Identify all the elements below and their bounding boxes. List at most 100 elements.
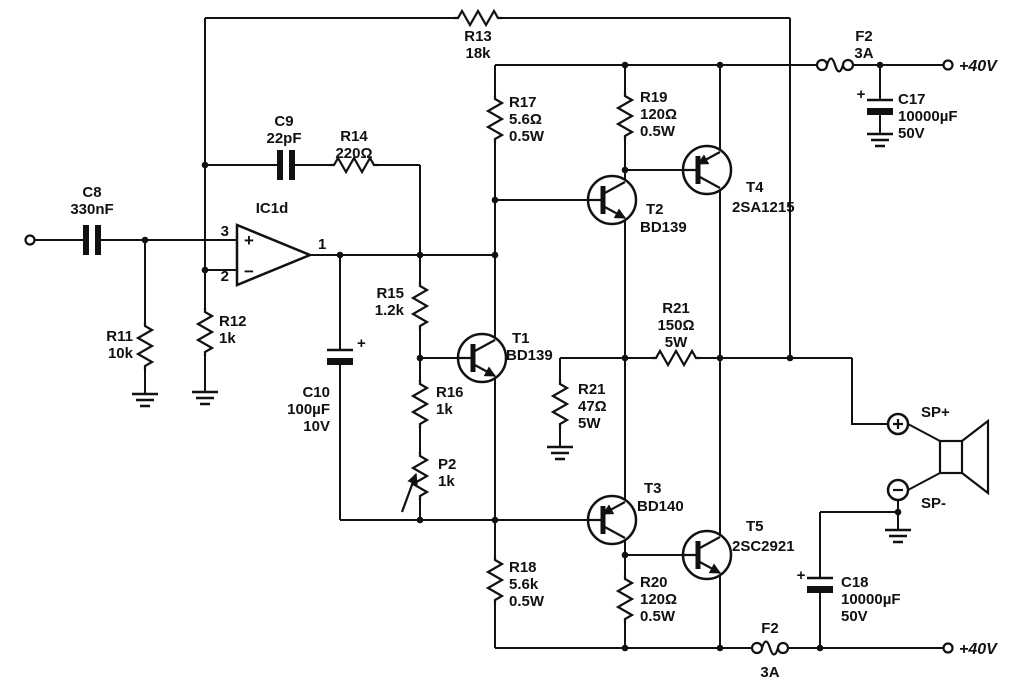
- resistor-r21-bias: R21 47Ω 5W: [550, 380, 607, 432]
- c10-value-label: 100µF: [287, 401, 330, 418]
- junction-dots: [141, 61, 902, 652]
- c8-ref-label: C8: [82, 184, 101, 201]
- r15-ref-label: R15: [376, 285, 404, 302]
- c10-ref-label: C10: [302, 384, 330, 401]
- t5-ref-label: T5: [746, 518, 764, 535]
- c17-ref-label: C17: [898, 91, 926, 108]
- resistor-r15: R15 1.2k: [375, 282, 430, 330]
- f2-bottom-ref-label: F2: [761, 620, 779, 637]
- resistor-r19: R19 120Ω 0.5W: [615, 89, 677, 140]
- r16-value-label: 1k: [436, 401, 453, 418]
- supply-terminal-bottom: +40V: [942, 641, 998, 658]
- r21-bias-ref-label: R21: [578, 381, 606, 398]
- sp-minus-label: SP-: [921, 495, 946, 512]
- ground-icon: [865, 132, 895, 148]
- sp-minus-terminal: SP-: [886, 478, 946, 512]
- capacitor-c17: + C17 10000µF 50V: [857, 86, 958, 142]
- capacitor-c8: C8 330nF: [70, 184, 114, 255]
- fuse-f2-top: F2 3A: [815, 28, 874, 73]
- transistor-t3: T3 BD140: [586, 480, 684, 546]
- transistor-t2: T2 BD139: [586, 174, 687, 236]
- r17-value-label: 5.6Ω: [509, 111, 542, 128]
- opamp-pin1-label: 1: [318, 236, 326, 253]
- c18-polarity-sign: +: [797, 567, 806, 584]
- r20-ref-label: R20: [640, 574, 668, 591]
- r16-ref-label: R16: [436, 384, 464, 401]
- p2-ref-label: P2: [438, 456, 456, 473]
- r19-ref-label: R19: [640, 89, 668, 106]
- input-terminal: [24, 234, 36, 246]
- supply-top-label: +40V: [959, 58, 998, 75]
- sp-plus-terminal: SP+: [886, 404, 950, 436]
- resistor-r21-output: R21 150Ω 5W: [652, 300, 700, 368]
- c18-value-label: 10000µF: [841, 591, 901, 608]
- t1-ref-label: T1: [512, 330, 530, 347]
- f2-top-value-label: 3A: [854, 45, 873, 62]
- r21-output-rating-label: 5W: [665, 334, 688, 351]
- sp-plus-label: SP+: [921, 404, 950, 421]
- c17-value-label: 10000µF: [898, 108, 958, 125]
- r18-rating-label: 0.5W: [509, 593, 545, 610]
- r21-output-value-label: 150Ω: [657, 317, 694, 334]
- t2-ref-label: T2: [646, 201, 664, 218]
- transistor-t1: T1 BD139: [456, 330, 553, 384]
- r14-value-label: 220Ω: [335, 145, 372, 162]
- t4-part-label: 2SA1215: [732, 199, 795, 216]
- r21-bias-value-label: 47Ω: [578, 398, 607, 415]
- capacitor-c9: C9 22pF: [266, 113, 302, 180]
- r13-ref-label: R13: [464, 28, 492, 45]
- r12-value-label: 1k: [219, 330, 236, 347]
- speaker-icon: [938, 418, 990, 496]
- capacitor-c18: + C18 10000µF 50V: [797, 567, 901, 625]
- r17-rating-label: 0.5W: [509, 128, 545, 145]
- t4-ref-label: T4: [746, 179, 764, 196]
- resistor-r12: R12 1k: [195, 308, 247, 356]
- t5-part-label: 2SC2921: [732, 538, 795, 555]
- c9-value-label: 22pF: [266, 130, 301, 147]
- r12-ref-label: R12: [219, 313, 247, 330]
- r11-ref-label: R11: [106, 328, 133, 345]
- f2-top-ref-label: F2: [855, 28, 873, 45]
- opamp-pin2-label: 2: [221, 268, 229, 285]
- t1-part-label: BD139: [506, 347, 553, 364]
- t3-part-label: BD140: [637, 498, 684, 515]
- t2-part-label: BD139: [640, 219, 687, 236]
- capacitor-c10: + C10 100µF 10V: [287, 335, 366, 435]
- ground-icon: [883, 528, 913, 544]
- r14-ref-label: R14: [340, 128, 368, 145]
- r13-value-label: 18k: [465, 45, 491, 62]
- potentiometer-p2: P2 1k: [400, 452, 456, 513]
- resistor-r20: R20 120Ω 0.5W: [615, 574, 677, 625]
- r21-output-ref-label: R21: [662, 300, 690, 317]
- resistor-r18: R18 5.6k 0.5W: [485, 556, 545, 610]
- r19-rating-label: 0.5W: [640, 123, 676, 140]
- c18-ref-label: C18: [841, 574, 869, 591]
- resistor-r13: R13 18k: [454, 8, 502, 62]
- f2-bottom-value-label: 3A: [760, 664, 779, 681]
- r18-ref-label: R18: [509, 559, 537, 576]
- r18-value-label: 5.6k: [509, 576, 539, 593]
- r11-value-label: 10k: [108, 345, 134, 362]
- resistor-r11: R11 10k: [106, 322, 155, 370]
- c8-value-label: 330nF: [70, 201, 113, 218]
- c10-polarity-sign: +: [357, 335, 366, 352]
- opamp-noninverting-sign: +: [244, 231, 254, 250]
- r20-rating-label: 0.5W: [640, 608, 676, 625]
- ground-icon: [190, 390, 220, 406]
- transistor-t5: T5 2SC2921: [681, 518, 795, 581]
- c17-polarity-sign: +: [857, 86, 866, 103]
- supply-bottom-label: +40V: [959, 641, 998, 658]
- t3-ref-label: T3: [644, 480, 662, 497]
- resistor-r17: R17 5.6Ω 0.5W: [485, 94, 545, 145]
- c18-rating-label: 50V: [841, 608, 868, 625]
- r21-bias-rating-label: 5W: [578, 415, 601, 432]
- c10-rating-label: 10V: [303, 418, 330, 435]
- c17-rating-label: 50V: [898, 125, 925, 142]
- fuse-f2-bottom: F2 3A: [750, 620, 790, 681]
- transistor-t4: T4 2SA1215: [681, 144, 795, 216]
- resistor-r16: R16 1k: [410, 380, 464, 428]
- resistor-r14: R14 220Ω: [330, 128, 378, 175]
- plus-sign-icon: [893, 419, 903, 429]
